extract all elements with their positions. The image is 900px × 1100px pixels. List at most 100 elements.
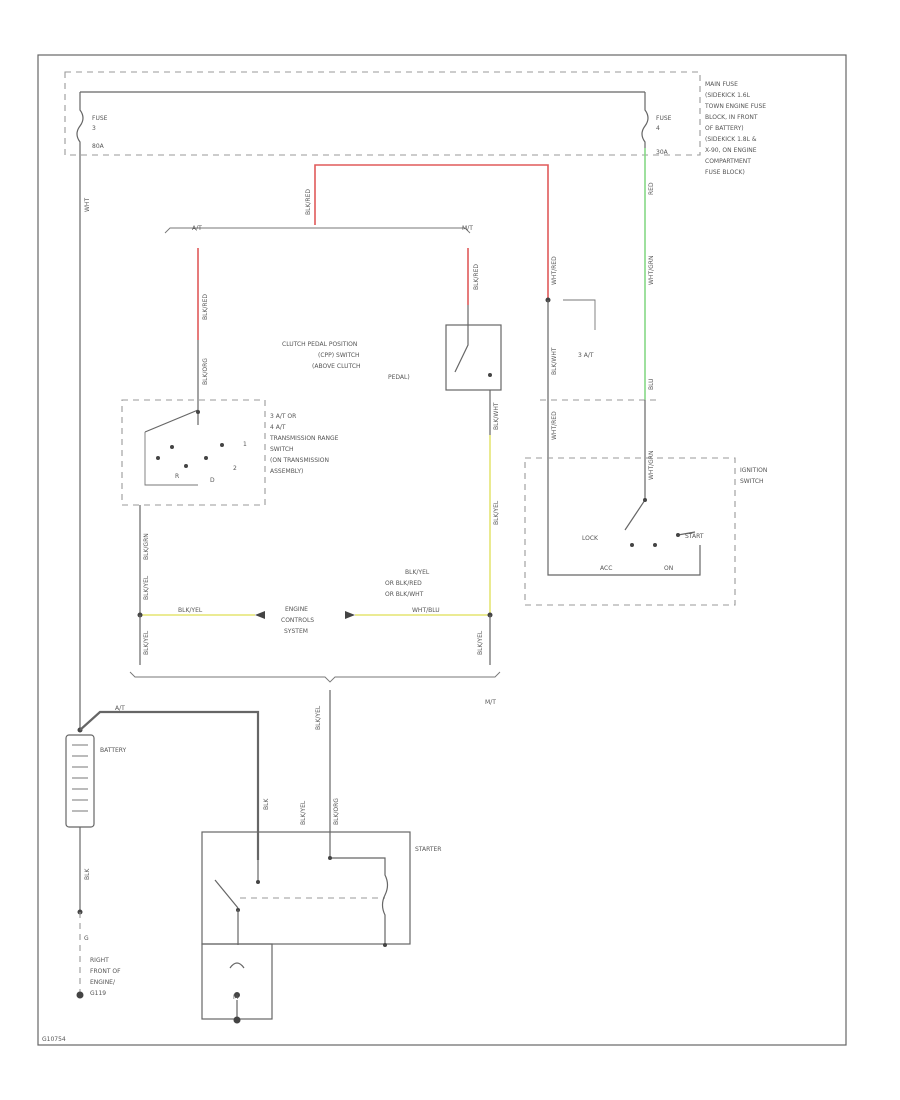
mt-bottom-label: M/T [485,699,496,706]
starter-signal-color-2: BLK/YEL [300,800,307,825]
svg-text:TOWN ENGINE FUSE: TOWN ENGINE FUSE [704,103,766,110]
trans-r-label: R [175,473,179,480]
starter-motor-symbol [234,992,240,998]
ignition-acc-pin [630,543,634,547]
starter-coil-ground [383,943,387,947]
ignition-pivot [643,498,647,502]
svg-text:OR BLK/WHT: OR BLK/WHT [385,591,424,598]
trans-switch-contact [144,409,199,433]
fuse-3-symbol [76,92,84,148]
at-bottom-label: A/T [115,705,125,712]
svg-text:CLUTCH PEDAL POSITION: CLUTCH PEDAL POSITION [282,341,357,348]
ignition-wire-color-3: WHT/GRN [648,451,655,480]
yellow-wire-at-label: BLK/YEL [178,607,203,614]
fuse-4-amp: 30A [656,149,669,156]
svg-text:FUSE BLOCK): FUSE BLOCK) [705,169,745,176]
ignition-return-wire [547,300,701,576]
battery-cable-color: BLK [263,798,270,810]
trans-switch-inner [144,432,198,486]
3at-label: 3 A/T [578,352,594,359]
at-feed-wire-color: BLK/ORG [202,358,209,385]
fuse-block-box [64,71,701,156]
ignition-on-pin [653,543,657,547]
engine-controls-label: ENGINE CONTROLS SYSTEM [281,606,314,635]
fuse-3-number: 3 [92,125,96,132]
svg-text:(ABOVE CLUTCH: (ABOVE CLUTCH [312,363,361,370]
mt-lower-wire-color: BLK/YEL [477,630,484,655]
svg-text:SWITCH: SWITCH [740,478,764,485]
3at-jumper [563,299,596,330]
svg-text:IGNITION: IGNITION [740,467,767,474]
trans-switch-pivot [196,410,200,414]
yellow-wire-mt-color: BLK/YEL [493,500,500,525]
green-wire-top-color: RED [648,182,655,195]
svg-text:COMPARTMENT: COMPARTMENT [705,158,751,165]
svg-text:(CPP) SWITCH: (CPP) SWITCH [318,352,360,359]
starter-motor-label: M [233,994,238,1001]
svg-text:BLK/YEL: BLK/YEL [405,569,430,576]
trans-d-label: D [210,477,215,484]
starter-terminal-b [256,880,260,884]
transmission-range-switch-box [121,399,266,506]
trans-switch-r-pin [156,456,160,460]
ignition-switch-label: IGNITION SWITCH [740,467,767,485]
svg-text:ASSEMBLY): ASSEMBLY) [270,468,303,475]
at-split-label: A/T [192,225,202,232]
clutch-pedal-position-switch [445,324,502,391]
clutch-switch-out-color: BLK/WHT [493,402,500,430]
red-wire-mt-color: BLK/RED [473,264,480,290]
at-mt-split-line [164,227,471,234]
red-wire-right-color: WHT/RED [551,256,558,285]
fuse-4-number: 4 [656,125,660,132]
diagram-id: G10754 [42,1036,66,1043]
mt-split-label: M/T [462,225,473,232]
starter-motor-brush [229,962,245,969]
fuse-4-label: FUSE [656,115,672,122]
starter-assembly [201,831,411,945]
trans-switch-pin-d [184,464,188,468]
svg-text:TRANSMISSION RANGE: TRANSMISSION RANGE [269,435,339,442]
at-lower-wire-color: BLK/YEL [143,630,150,655]
ecm-arrow-right [345,611,355,619]
svg-text:4 A/T: 4 A/T [270,424,286,431]
svg-text:FRONT OF: FRONT OF [90,968,121,975]
starter-solenoid-coil [330,857,389,945]
diagram-frame [37,54,847,1046]
starter-ground-symbol [233,1016,241,1024]
svg-text:CONTROLS: CONTROLS [281,617,314,624]
svg-text:G119: G119 [90,990,106,997]
svg-text:ENGINE: ENGINE [285,606,308,613]
green-wire-bottom-color: BLU [648,378,655,390]
battery-to-starter-cable [79,710,260,860]
svg-text:(ON TRANSMISSION: (ON TRANSMISSION [270,457,329,464]
svg-text:PEDAL): PEDAL) [388,374,410,381]
at-signal-wire-color-2: BLK/YEL [143,575,150,600]
transmission-range-switch-label: 3 A/T OR 4 A/T TRANSMISSION RANGE SWITCH… [269,413,339,475]
svg-text:SWITCH: SWITCH [270,446,294,453]
svg-text:OR BLK/RED: OR BLK/RED [385,580,422,587]
starter-label: STARTER [415,846,441,853]
ignition-switch-box [524,457,736,606]
ground-symbol [76,991,84,999]
trans-switch-pin-b [204,456,208,460]
clutch-switch-contact [454,305,469,373]
svg-text:OF BATTERY): OF BATTERY) [705,125,744,132]
clutch-switch-label: CLUTCH PEDAL POSITION (CPP) SWITCH (ABOV… [282,341,410,381]
svg-text:ENGINE/: ENGINE/ [90,979,116,986]
battery-ground-color: BLK [84,868,91,880]
fuse-block-note: MAIN FUSE (SIDEKICK 1.6L TOWN ENGINE FUS… [704,81,766,176]
clutch-switch-terminal [488,373,492,377]
bottom-split-line [129,671,501,683]
battery-feed-wire-color: WHT [84,198,91,212]
ignition-acc-label: ACC [600,565,612,572]
ignition-start-lever [677,531,696,536]
red-feed-wire-color: BLK/RED [305,189,312,215]
wire-option-note: BLK/YEL OR BLK/RED OR BLK/WHT [385,569,430,598]
ignition-on-label: ON [664,565,673,572]
trans-switch-pin-c [220,443,224,447]
red-wire-at-color: BLK/RED [202,294,209,320]
trans-1-label: 1 [243,441,247,448]
starter-signal-color-3: BLK/ORG [333,798,340,825]
